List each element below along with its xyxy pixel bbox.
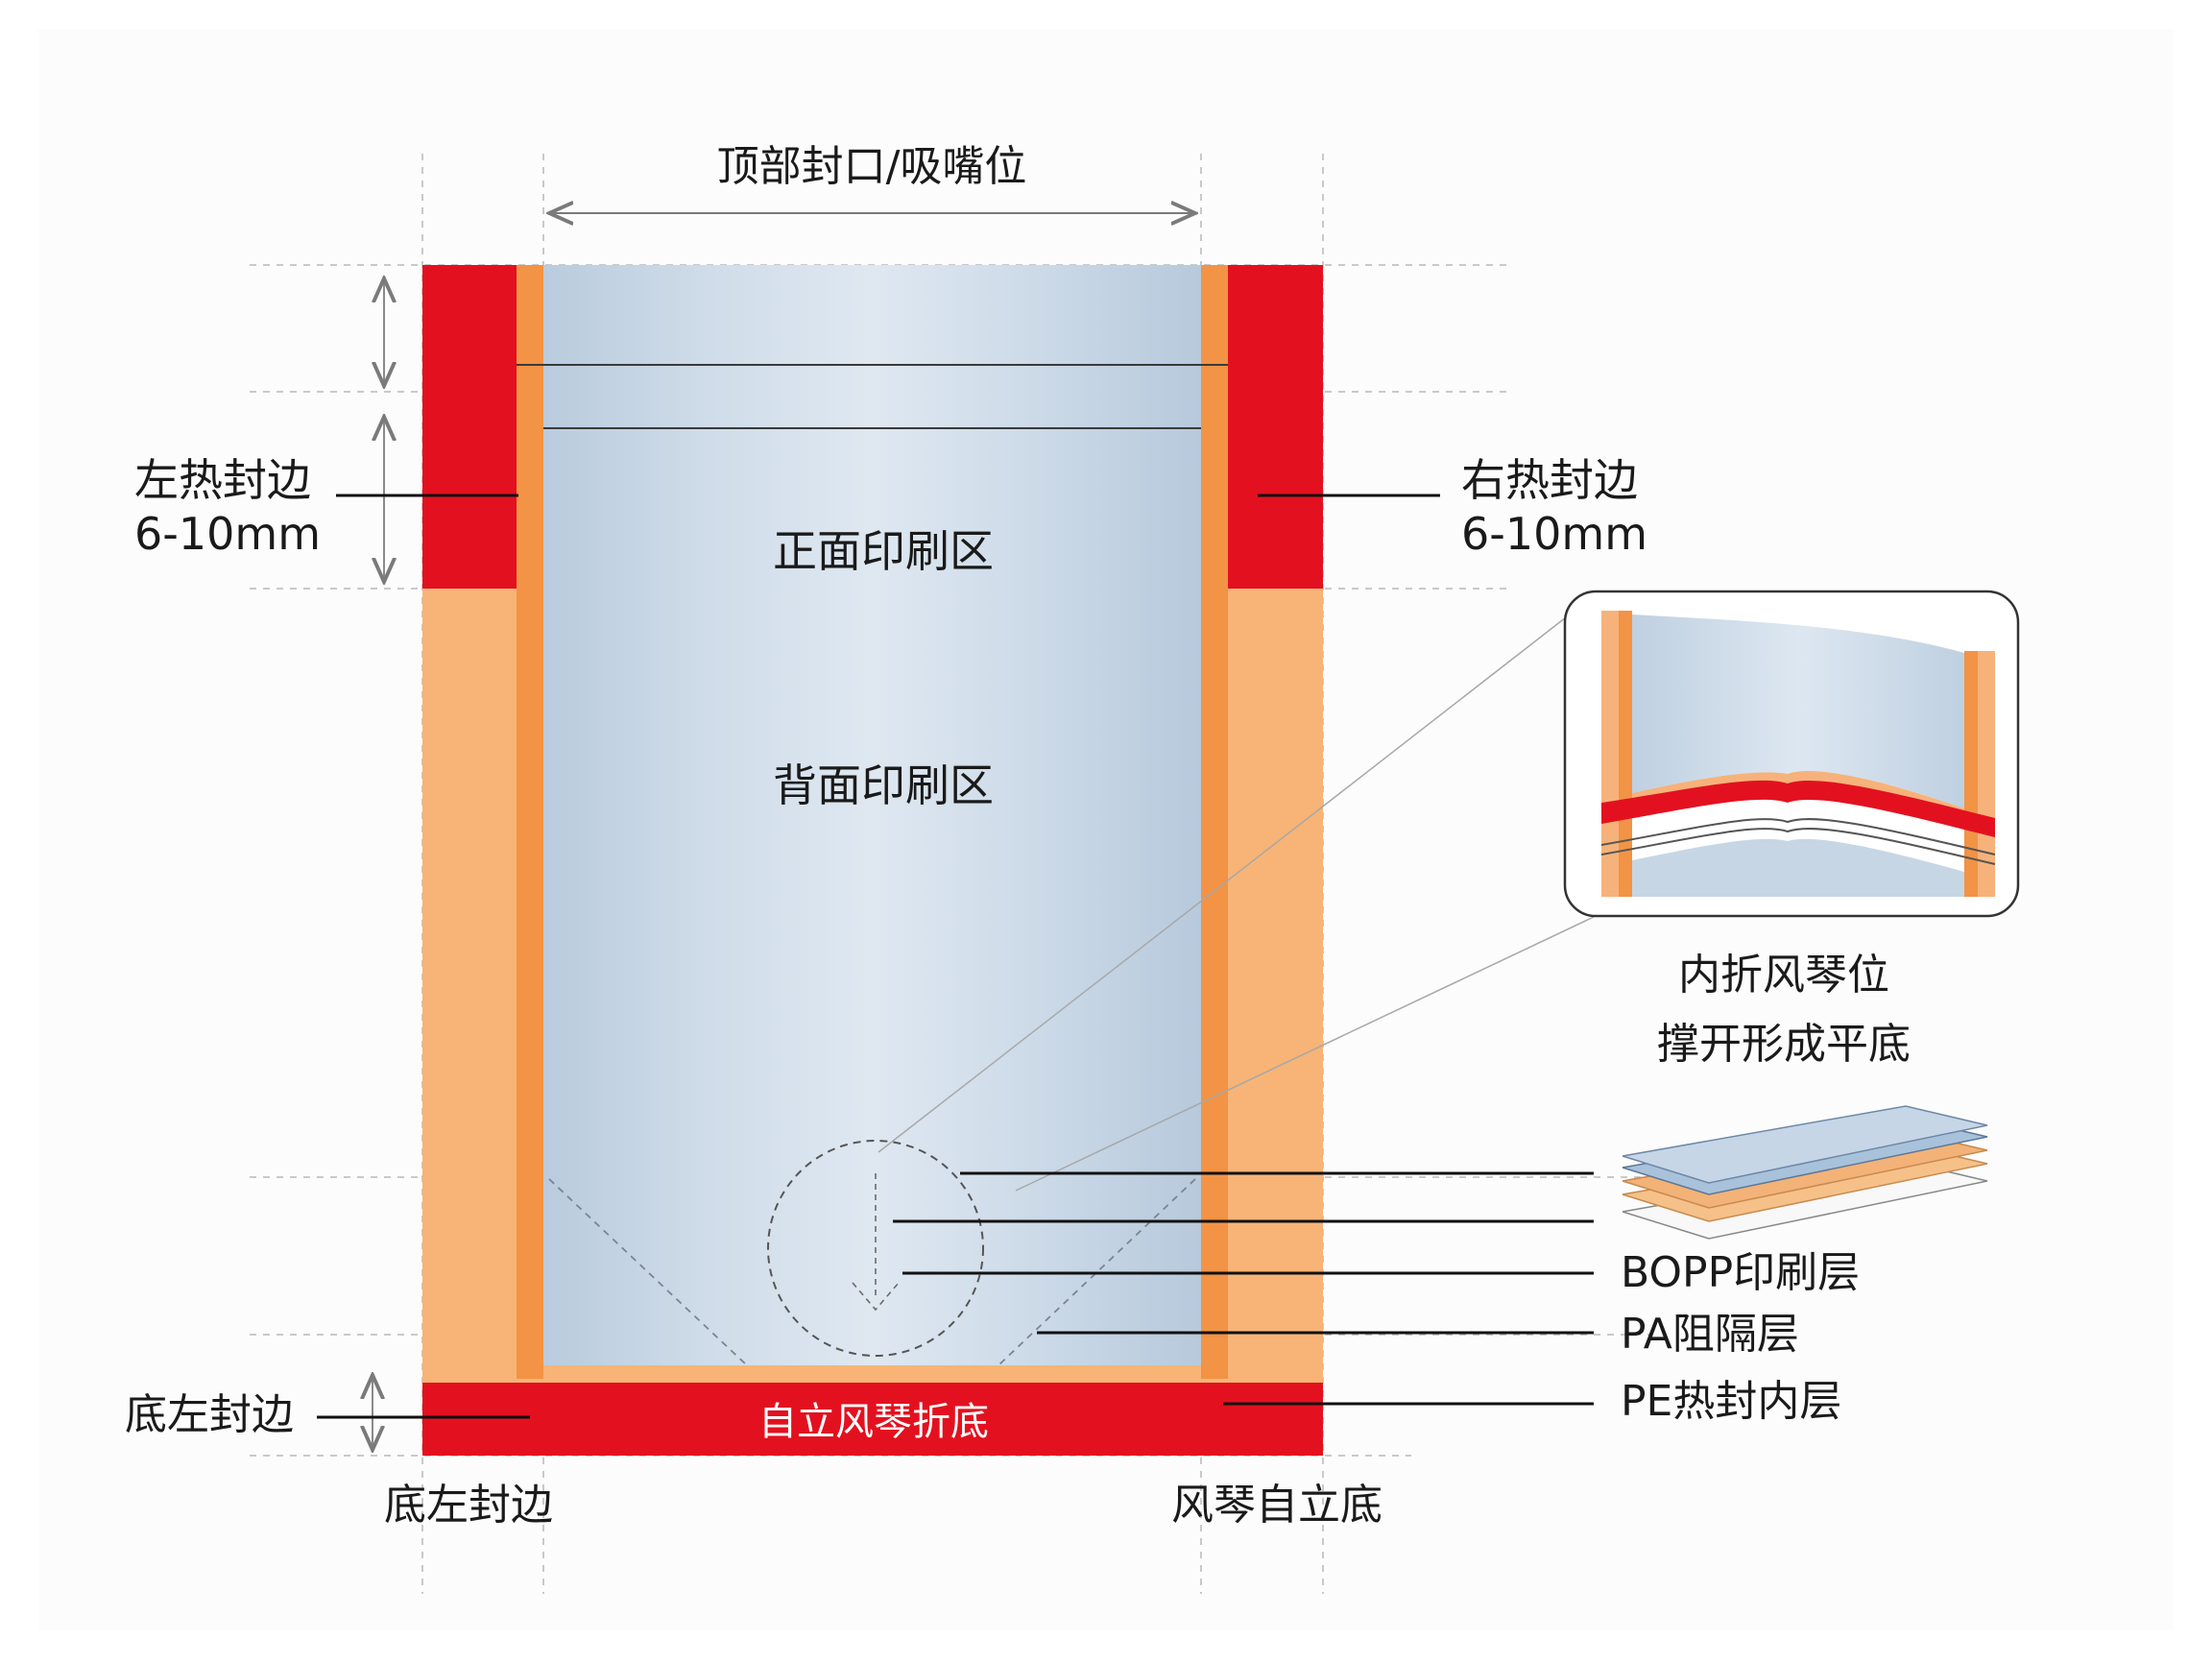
left-seal-size: 6-10mm <box>134 508 321 560</box>
layer-stack <box>1622 1105 1988 1240</box>
left-seal-name: 左热封边 <box>134 454 311 506</box>
gusset-inset <box>1563 590 2020 918</box>
gusset-caption-2: 撑开形成平底 <box>1657 1020 1911 1069</box>
zoom-connectors <box>878 610 1597 1192</box>
left-inner-strip <box>517 265 543 1379</box>
layer-bopp-label: BOPP印刷层 <box>1621 1248 1860 1297</box>
right-inner-strip <box>1201 265 1228 1379</box>
bottom-band-label: 自立风琴折底 <box>758 1400 989 1444</box>
magnifier-circle <box>767 1140 984 1357</box>
front-print-label: 正面印刷区 <box>773 525 994 577</box>
print-panel <box>543 265 1201 1379</box>
bottom-gusset-band <box>422 1383 1323 1456</box>
right-heat-seal-red <box>1228 265 1323 589</box>
bottom-left-seal-label: 底左封边 <box>125 1390 294 1439</box>
pouch-body <box>422 265 1323 1456</box>
gusset-fold-lines <box>548 1178 1196 1366</box>
bottom-right-caption: 风琴自立底 <box>1171 1481 1382 1530</box>
bottom-left-caption: 底左封边 <box>384 1481 553 1530</box>
layer-leaders <box>893 1171 1594 1406</box>
layer-pa-label: PA阻隔层 <box>1621 1310 1799 1359</box>
right-seal-size: 6-10mm <box>1461 508 1647 560</box>
back-print-label: 背面印刷区 <box>773 759 994 811</box>
gusset-caption-1: 内折风琴位 <box>1678 951 1889 1000</box>
right-seal-name: 右热封边 <box>1461 454 1638 506</box>
left-heat-seal-red <box>422 265 517 589</box>
top-seal-label: 顶部封口/吸嘴位 <box>717 142 1027 191</box>
fold-pointer <box>852 1173 900 1312</box>
layer-pe-label: PE热封内层 <box>1621 1377 1841 1426</box>
bottom-orange-strip <box>543 1365 1201 1383</box>
